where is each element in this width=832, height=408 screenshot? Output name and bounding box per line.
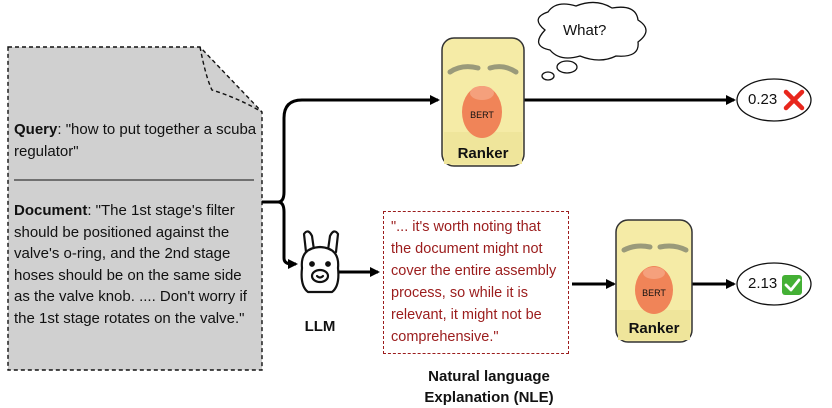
- thought-bubble: [537, 1, 647, 61]
- nle-box: "... it's worth noting that the document…: [383, 211, 569, 354]
- nle-caption-line1: Natural language: [428, 368, 550, 385]
- query-text: : "how to put together a scuba regulator…: [14, 121, 257, 160]
- thought-text: What?: [563, 22, 607, 39]
- query-label: Query: [14, 121, 58, 138]
- top-score: 0.23: [748, 91, 778, 108]
- bottom-ranker: [615, 219, 693, 343]
- query-block: Query: "how to put together a scuba regu…: [14, 119, 259, 162]
- right-eyebrow: [487, 64, 519, 75]
- left-eyebrow: [447, 64, 481, 75]
- nle-caption-line2: Explanation (NLE): [424, 389, 554, 406]
- thought-dot-small: [541, 71, 555, 81]
- score-ellipse-top: [736, 78, 812, 122]
- top-ranker: [441, 37, 525, 167]
- document-text: : "The 1st stage's filter should be posi…: [14, 202, 247, 327]
- thought-cloud: [537, 1, 647, 81]
- check-mark-icon: [782, 275, 802, 295]
- connectors: [262, 95, 736, 289]
- arrow-to-llm: [277, 200, 298, 269]
- nose-icon: [635, 266, 673, 314]
- document-content: Query: "how to put together a scuba regu…: [14, 121, 259, 329]
- llm-label: LLM: [304, 318, 336, 335]
- top-ranker-badge: BERT: [470, 110, 494, 120]
- bottom-ranker-label: Ranker: [628, 320, 680, 337]
- bottom-score: 2.13: [748, 275, 778, 292]
- llama-icon: [300, 230, 340, 294]
- right-eyebrow: [657, 243, 689, 253]
- arrow-to-top-ranker: [277, 95, 440, 204]
- top-ranker-label: Ranker: [457, 145, 509, 162]
- document-block: Document: "The 1st stage's filter should…: [14, 200, 259, 329]
- cross-mark-icon: [783, 89, 805, 111]
- left-eyebrow: [621, 243, 653, 253]
- nle-text: "... it's worth noting that the document…: [391, 219, 557, 345]
- nle-caption: Natural language Explanation (NLE): [404, 366, 574, 408]
- document-label: Document: [14, 202, 88, 219]
- document-shape: [7, 46, 263, 371]
- bottom-ranker-badge: BERT: [642, 288, 666, 298]
- nose-icon: [462, 86, 502, 138]
- thought-dot-large: [556, 60, 578, 74]
